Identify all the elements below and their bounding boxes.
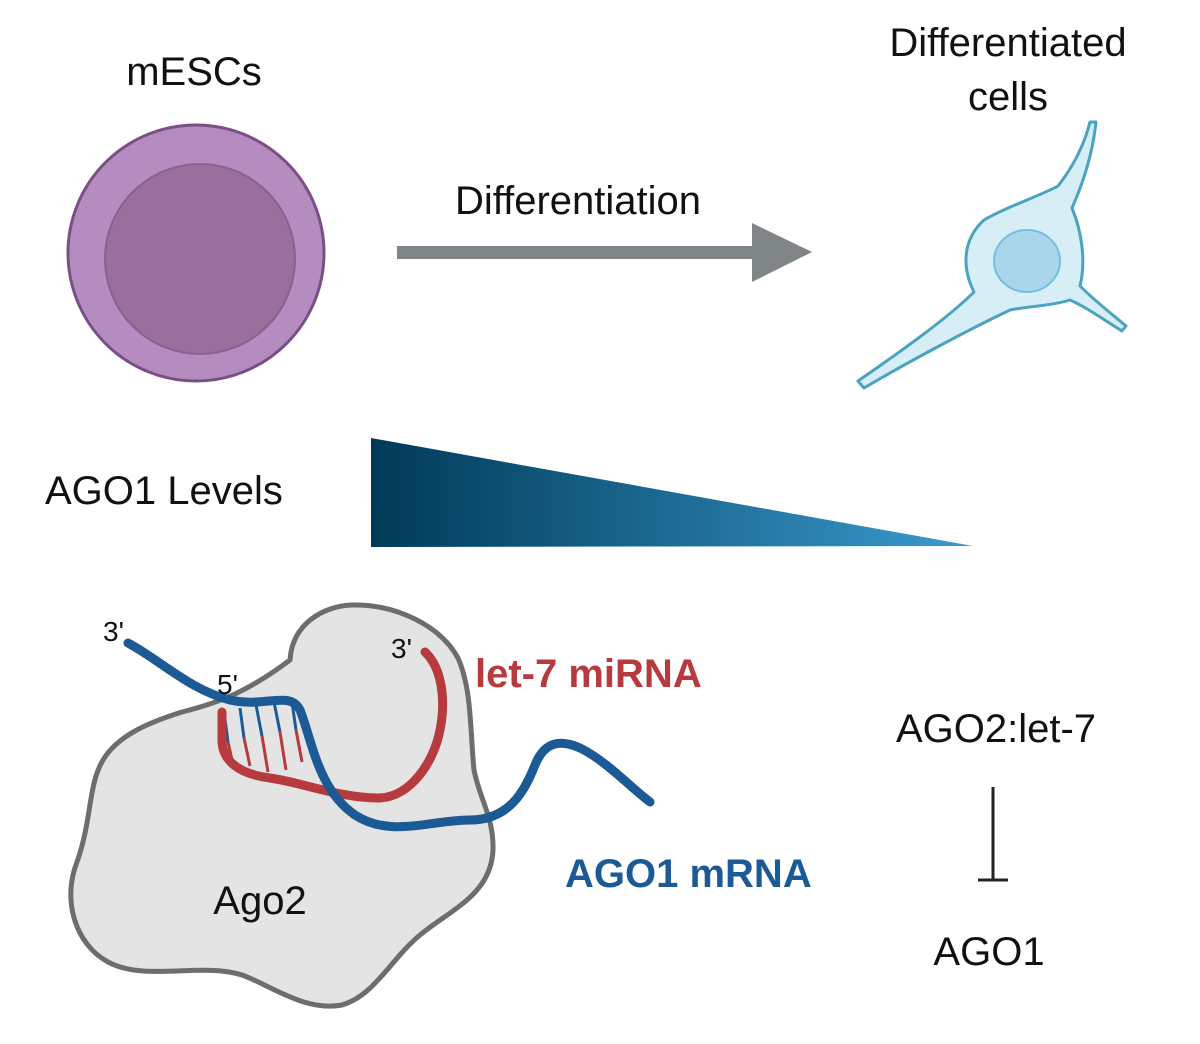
- mirna-3prime-label: 3': [391, 633, 412, 664]
- mrna-3prime-label: 3': [103, 616, 124, 647]
- differentiation-label: Differentiation: [455, 179, 701, 223]
- differentiated-label-line2: cells: [968, 75, 1048, 119]
- mesc-cell-icon: [66, 123, 326, 383]
- ago2-let7-label: AGO2:let-7: [896, 707, 1096, 751]
- ago1-level-gradient: [371, 438, 973, 547]
- ago1-target-label: AGO1: [933, 930, 1044, 974]
- let7-mirna-strand: [217, 647, 448, 803]
- ago2-protein-shape: [68, 602, 496, 1009]
- inhibition-arrow-icon: [978, 787, 1008, 882]
- ago1-levels-label: AGO1 Levels: [45, 469, 283, 513]
- mescs-label: mESCs: [126, 50, 262, 94]
- ago2-label: Ago2: [213, 879, 306, 923]
- let7-mirna-label: let-7 miRNA: [475, 652, 702, 696]
- mirna-5prime-label: 5': [217, 669, 238, 700]
- ago1-mrna-strand: [123, 638, 655, 832]
- differentiated-cell-icon: [856, 120, 1128, 390]
- differentiated-label-line1: Differentiated: [889, 21, 1126, 65]
- ago1-mrna-label: AGO1 mRNA: [565, 852, 812, 896]
- differentiation-arrow-icon: [397, 223, 812, 282]
